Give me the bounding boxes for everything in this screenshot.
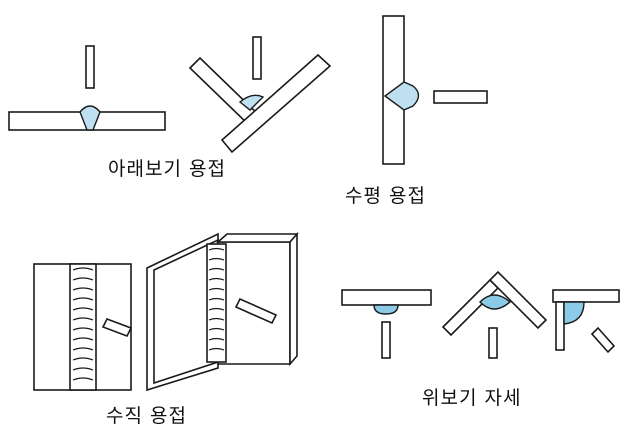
caption-flat: 아래보기 용접: [108, 158, 226, 180]
flat-fillet-illustration: [188, 36, 332, 154]
book-bead-ripples: [208, 247, 225, 351]
overhead-corner-diagonal-plate: [590, 326, 616, 354]
vertical-front-bead-zone: [69, 263, 97, 391]
horizontal-weld-illustration: [382, 15, 488, 165]
flat-vertical-plate: [85, 45, 95, 89]
overhead-fillet-illustration: [441, 270, 548, 359]
book-bead-zone: [206, 243, 227, 363]
overhead-tee-stem: [381, 321, 391, 359]
caption-overhead: 위보기 자세: [422, 387, 522, 409]
overhead-fillet-weld: [479, 294, 512, 310]
overhead-corner-weld: [563, 301, 585, 325]
horizontal-weld-bead: [383, 81, 420, 111]
caption-horizontal: 수평 용접: [345, 185, 426, 207]
overhead-corner-side-plate: [555, 301, 565, 351]
vertical-front-rod: [101, 317, 133, 338]
overhead-fillet-right-plate: [488, 270, 548, 330]
flat-weld-bead: [79, 105, 101, 131]
overhead-tee-weld: [373, 304, 399, 315]
fillet-floating-plate: [252, 36, 262, 80]
flat-weld-illustration: [8, 45, 166, 131]
vertical-weld-book-illustration: [146, 231, 299, 392]
caption-vertical: 수직 용접: [106, 405, 187, 427]
overhead-tee-illustration: [341, 289, 432, 359]
horizontal-side-plate: [433, 90, 488, 104]
fillet-weld-bead: [238, 94, 265, 111]
vertical-weld-front-illustration: [33, 263, 133, 391]
book-right-plate-side: [289, 231, 298, 367]
overhead-corner-illustration: [552, 289, 620, 354]
vertical-front-bead-ripples: [72, 267, 94, 381]
overhead-tee-top-plate: [341, 289, 432, 306]
book-rod: [234, 297, 278, 325]
overhead-corner-top-plate: [552, 289, 620, 303]
fillet-right-plate: [220, 53, 332, 154]
overhead-fillet-stem: [488, 327, 498, 359]
book-right-plate-edge: [215, 233, 299, 243]
book-right-plate: [217, 241, 291, 365]
